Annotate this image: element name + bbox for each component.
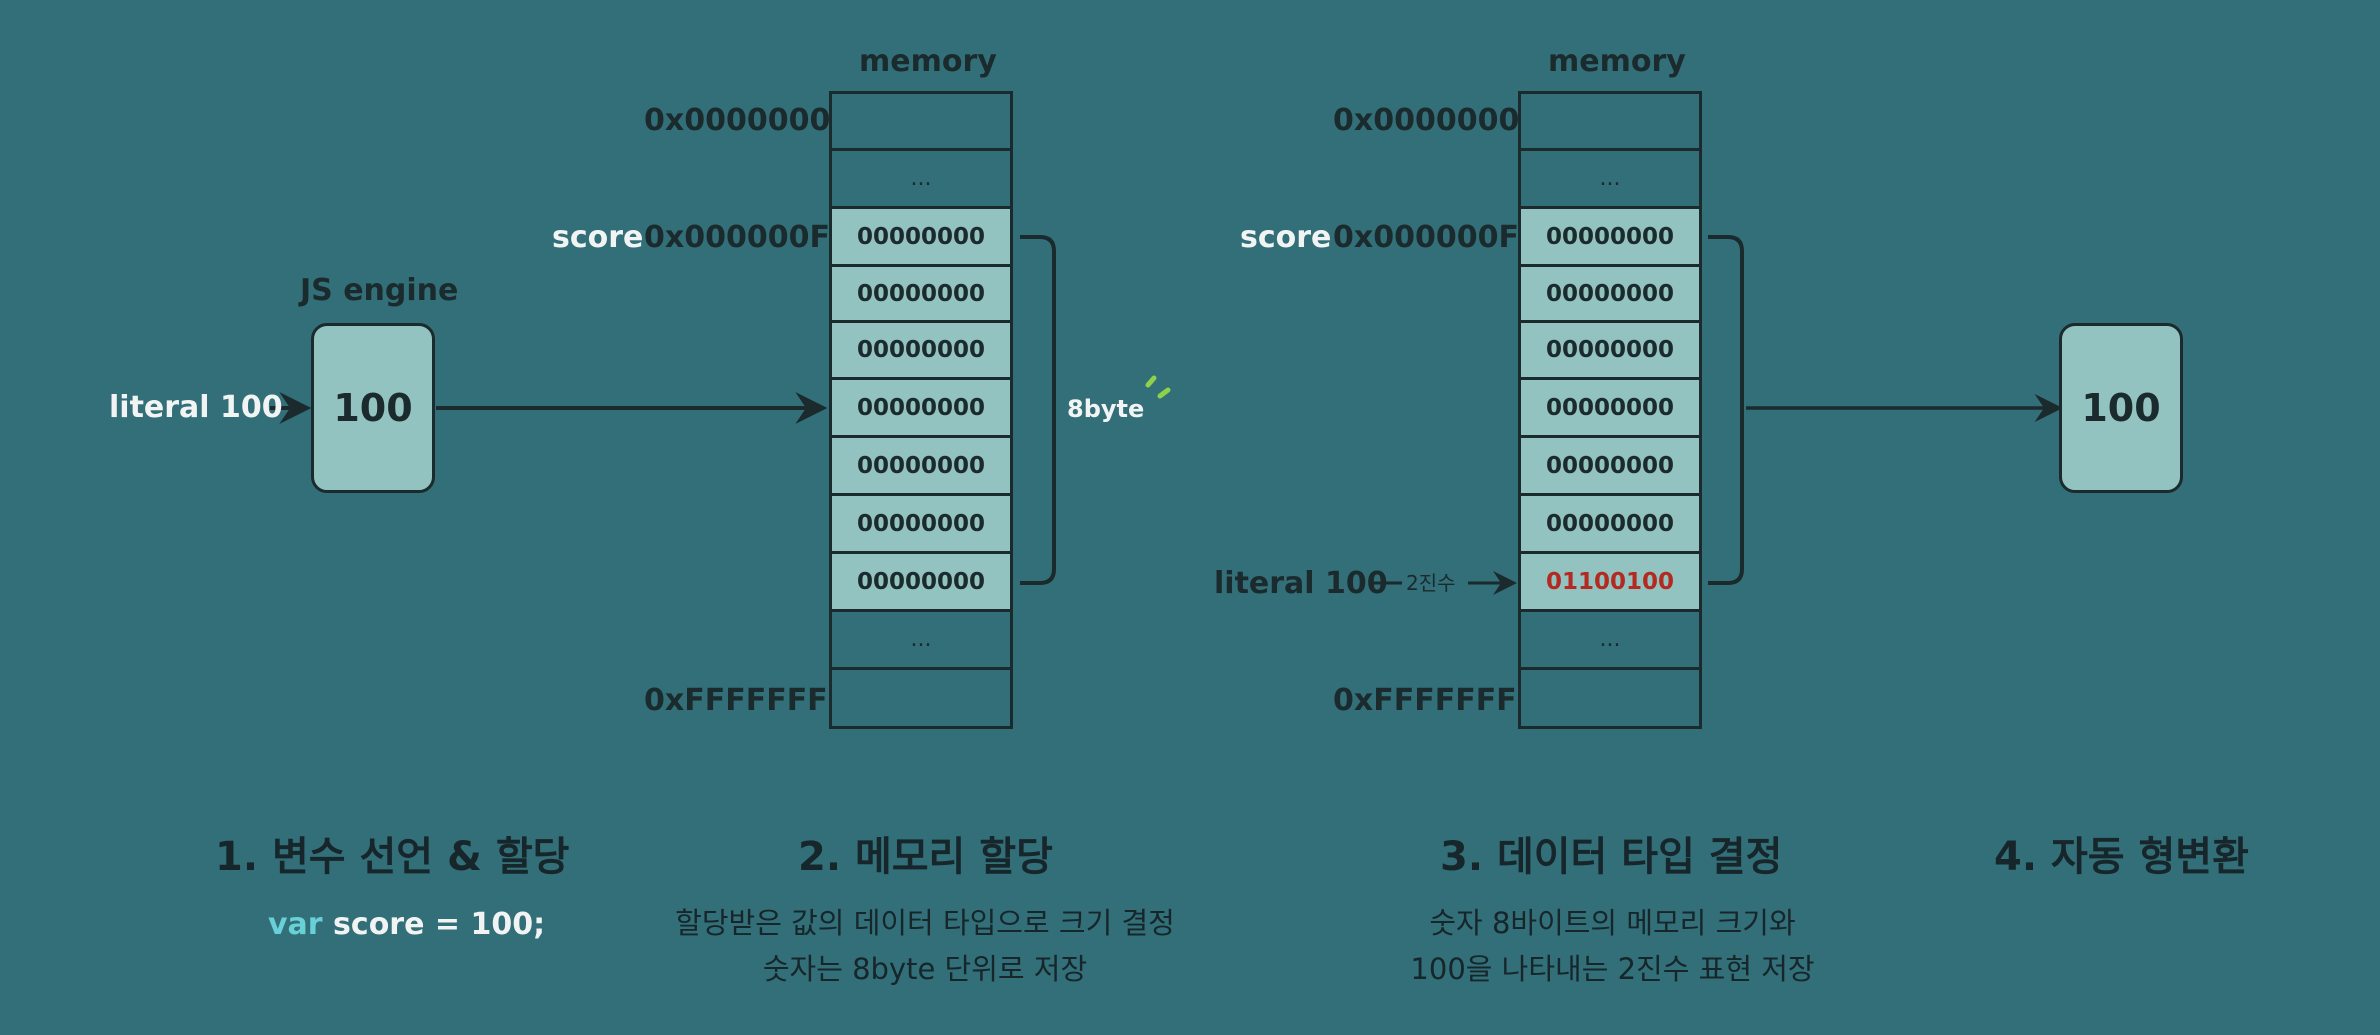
- memory-cell: 00000000: [829, 323, 1013, 380]
- step-3-desc-line-1: 숫자 8바이트의 메모리 크기와: [1429, 906, 1796, 940]
- literal-input-label: literal 100: [109, 390, 283, 425]
- memory-cell-top: [829, 91, 1013, 151]
- memory-cell: 00000000: [829, 267, 1013, 323]
- output-value-box: 100: [2059, 323, 2183, 493]
- memory-cell: 00000000: [1518, 323, 1702, 380]
- memory-cell: 00000000: [1518, 209, 1702, 267]
- step-4-title: 4. 자동 형변환: [1994, 834, 2249, 880]
- step-2-title: 2. 메모리 할당: [798, 834, 1053, 880]
- memory-cell-binary: 01100100: [1518, 554, 1702, 612]
- memory-cell: 00000000: [1518, 380, 1702, 438]
- size-bracket: [1020, 235, 1056, 585]
- output-value: 100: [2081, 386, 2161, 430]
- sparkle-mark: [1145, 375, 1171, 399]
- variable-name: score: [552, 220, 644, 255]
- memory-cell-bottom: [829, 670, 1013, 729]
- step-1-title: 1. 변수 선언 & 할당: [215, 834, 570, 880]
- memory-cell: 00000000: [829, 380, 1013, 438]
- engine-value: 100: [333, 386, 413, 430]
- memory-cell: 00000000: [829, 209, 1013, 267]
- memory-bottom-address-2: 0xFFFFFFFF: [1333, 683, 1538, 718]
- code-keyword: var: [268, 907, 323, 942]
- memory-cell: 00000000: [829, 496, 1013, 554]
- step-3-desc-line-2: 100을 나타내는 2진수 표현 저장: [1410, 952, 1815, 986]
- binary-label: 2진수: [1406, 571, 1456, 595]
- literal-label-2: literal 100: [1214, 566, 1388, 601]
- memory-top-address-2: 0x00000000: [1333, 103, 1541, 138]
- engine-title: JS engine: [300, 273, 459, 308]
- variable-address: 0x000000F2: [644, 220, 851, 255]
- memory-cell: 00000000: [1518, 267, 1702, 323]
- memory-cell-dots: ...: [829, 612, 1013, 670]
- memory-cell: 00000000: [1518, 496, 1702, 554]
- memory-cell-top: [1518, 91, 1702, 151]
- memory-title-2: memory: [1548, 44, 1686, 79]
- step-2-desc-line-2: 숫자는 8byte 단위로 저장: [762, 952, 1088, 986]
- code-rest: score = 100;: [322, 907, 546, 942]
- memory-cell: 00000000: [1518, 438, 1702, 496]
- size-bracket-2: [1708, 235, 1744, 585]
- memory-cell: 00000000: [829, 438, 1013, 496]
- memory-top-address: 0x00000000: [644, 103, 852, 138]
- step-1-code: var score = 100;: [268, 910, 545, 940]
- variable-name-2: score: [1240, 220, 1332, 255]
- engine-value-box: 100: [311, 323, 435, 493]
- size-label: 8byte: [1067, 395, 1145, 423]
- memory-cell: 00000000: [829, 554, 1013, 612]
- step-3-title: 3. 데이터 타입 결정: [1440, 834, 1783, 880]
- memory-bottom-address: 0xFFFFFFFF: [644, 683, 849, 718]
- step-2-desc-line-1: 할당받은 값의 데이터 타입으로 크기 결정: [675, 906, 1175, 940]
- memory-cell-dots: ...: [1518, 612, 1702, 670]
- step-3-description: 숫자 8바이트의 메모리 크기와 100을 나타내는 2진수 표현 저장: [1340, 900, 1885, 992]
- memory-cell-bottom: [1518, 670, 1702, 729]
- memory-cell-dots: ...: [829, 151, 1013, 209]
- variable-address-2: 0x000000F2: [1333, 220, 1540, 255]
- memory-cell-dots: ...: [1518, 151, 1702, 209]
- memory-title: memory: [859, 44, 997, 79]
- step-2-description: 할당받은 값의 데이터 타입으로 크기 결정 숫자는 8byte 단위로 저장: [640, 900, 1210, 992]
